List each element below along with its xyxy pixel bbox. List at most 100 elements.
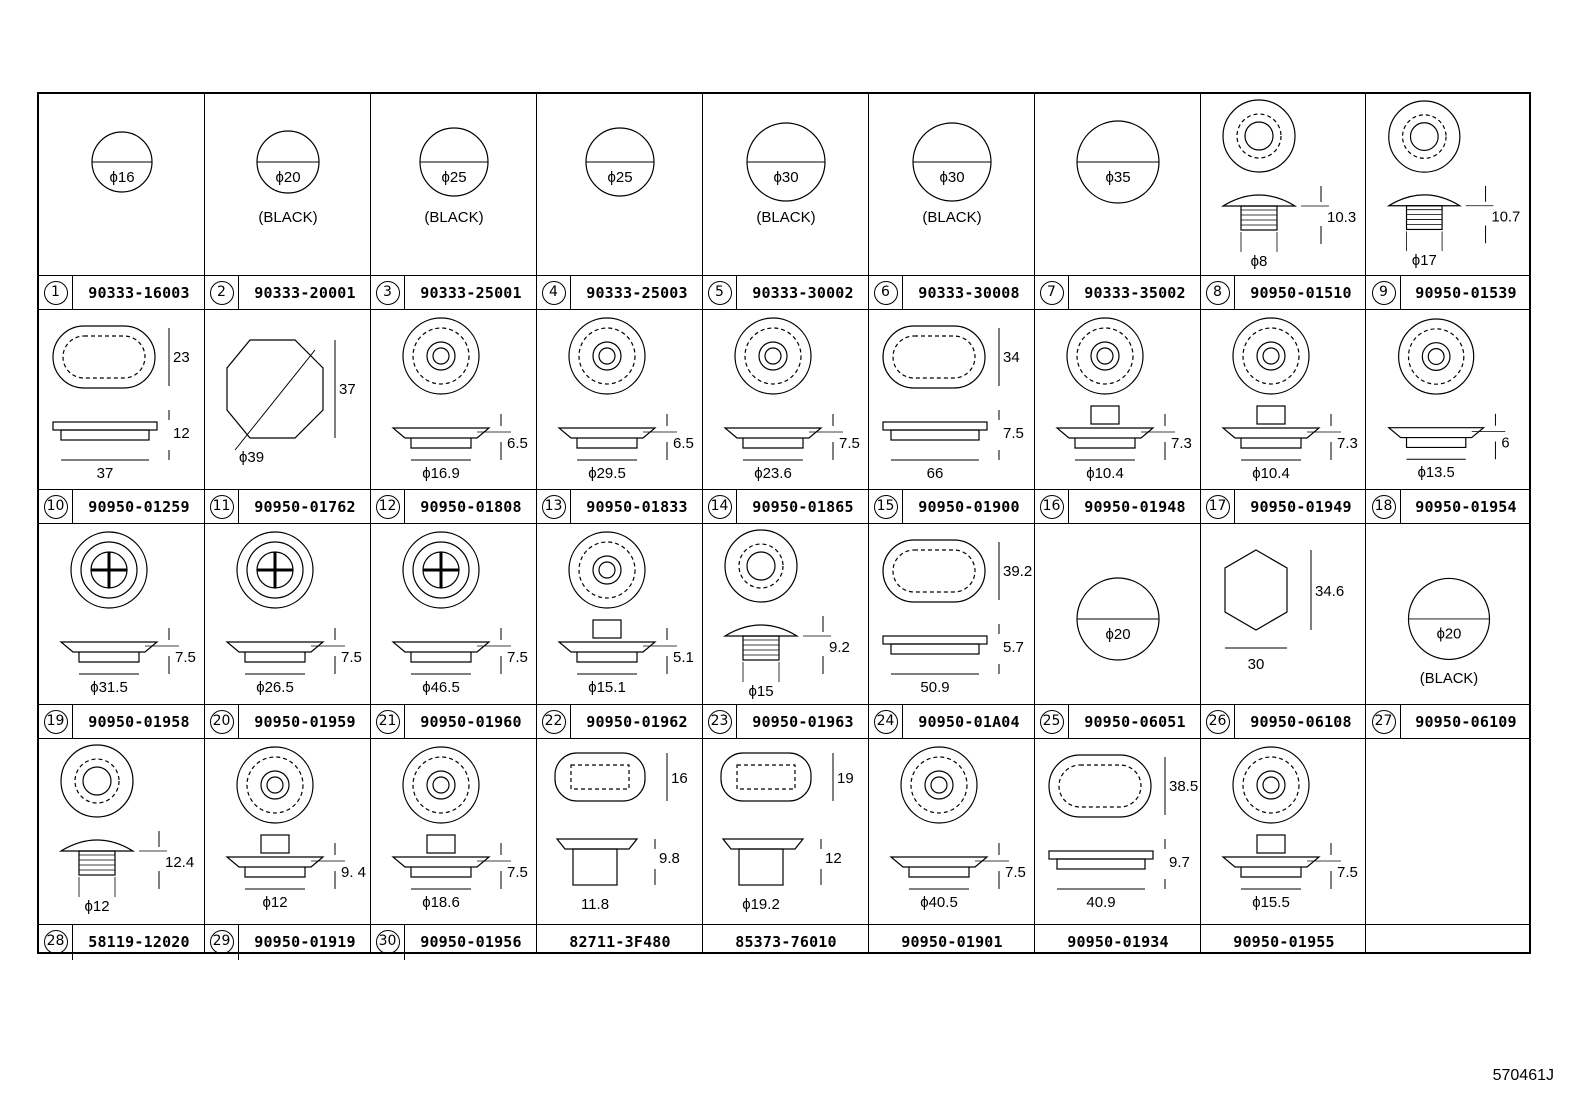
- callout-number: 13: [537, 489, 571, 524]
- color-note: (BLACK): [258, 209, 317, 226]
- part-shape: [1386, 100, 1494, 252]
- height-dimension: 10.7: [1491, 210, 1520, 226]
- callout-circle: 25: [1039, 709, 1064, 734]
- callout-number: 22: [537, 704, 571, 739]
- part-number: 90950-01919: [254, 933, 356, 951]
- callout-number: 24: [869, 704, 903, 739]
- part-shape: [882, 539, 1000, 675]
- part-shape: [723, 317, 843, 461]
- part-drawing: [1367, 739, 1531, 924]
- diameter-dimension: ϕ13.5: [1418, 465, 1455, 481]
- callout-number: 8: [1201, 275, 1235, 310]
- part-label-row: 6 90333-30008: [869, 275, 1035, 310]
- diameter-dimension: ϕ15: [748, 683, 773, 700]
- width-dimension: 50.9: [920, 679, 949, 696]
- diameter-dimension: ϕ40.5: [920, 894, 958, 911]
- part-number: 90950-01954: [1415, 497, 1517, 516]
- height-dimension: 39.2: [1003, 563, 1032, 580]
- part-number: 90333-25001: [420, 283, 522, 302]
- part-number: 90950-01960: [420, 712, 522, 731]
- part-label-row: [1367, 924, 1531, 959]
- diameter-dimension: ϕ29.5: [588, 465, 626, 482]
- part-label-row: 90950-01901: [869, 924, 1035, 959]
- diameter-dimension: ϕ46.5: [422, 679, 460, 696]
- callout-number: 20: [205, 704, 239, 739]
- width-dimension: 66: [927, 465, 944, 482]
- callout-number: 17: [1201, 489, 1235, 524]
- part-shape: [1220, 99, 1329, 252]
- diameter-dimension: ϕ18.6: [422, 894, 460, 911]
- diameter-dimension: ϕ15.5: [1252, 894, 1290, 911]
- part-shape: [720, 752, 834, 886]
- height-dimension: 7.5: [1003, 425, 1024, 442]
- callout-number: 23: [703, 704, 737, 739]
- part-number: 90950-06108: [1250, 712, 1352, 731]
- callout-circle: 7: [1039, 280, 1064, 305]
- callout-number: 19: [39, 704, 73, 739]
- part-drawing: ϕ30(BLACK): [869, 94, 1035, 275]
- part-number: 85373-76010: [735, 933, 837, 951]
- callout-circle: 10: [43, 494, 68, 519]
- part-number: 82711-3F480: [569, 933, 671, 951]
- diameter-label: ϕ16: [109, 169, 134, 186]
- callout-circle: 8: [1205, 280, 1230, 305]
- height-dimension: 10.3: [1327, 209, 1356, 226]
- height-dimension: 7.5: [839, 435, 860, 452]
- part-number: 90950-01962: [586, 712, 688, 731]
- part-shape: [419, 127, 489, 197]
- figure-code: 570461J: [1492, 1067, 1554, 1084]
- part-shape: [1407, 577, 1491, 661]
- color-note: (BLACK): [1420, 671, 1478, 687]
- callout-circle: 23: [707, 709, 732, 734]
- part-label-row: 90950-01934: [1035, 924, 1201, 959]
- part-drawing: ϕ20(BLACK): [205, 94, 371, 275]
- height-dimension: 9. 4: [341, 864, 366, 881]
- part-drawing: 7.5 ϕ18.6: [371, 739, 537, 924]
- height-dimension: 7.5: [507, 864, 528, 881]
- callout-circle: 6: [873, 280, 898, 305]
- part-number: 90950-01865: [752, 497, 854, 516]
- callout-number: 29: [205, 924, 239, 960]
- part-shape: [91, 131, 153, 193]
- callout-number: 28: [39, 924, 73, 960]
- part-label-row: 90950-01955: [1201, 924, 1367, 959]
- height-dimension: 37: [339, 381, 356, 398]
- height-dimension: 5.7: [1003, 639, 1024, 656]
- callout-circle: 29: [209, 930, 234, 954]
- part-shape: [256, 130, 320, 194]
- part-number: 90333-30008: [918, 283, 1020, 302]
- part-cell: [1367, 739, 1531, 959]
- diameter-label: ϕ30: [939, 169, 964, 186]
- part-drawing: ϕ20: [1035, 524, 1201, 704]
- diameter-label: ϕ20: [1437, 627, 1462, 643]
- part-drawing: ϕ35: [1035, 94, 1201, 275]
- diameter-dimension: ϕ26.5: [256, 679, 294, 696]
- callout-circle: 1: [43, 280, 68, 305]
- height-dimension: 34.6: [1315, 583, 1344, 600]
